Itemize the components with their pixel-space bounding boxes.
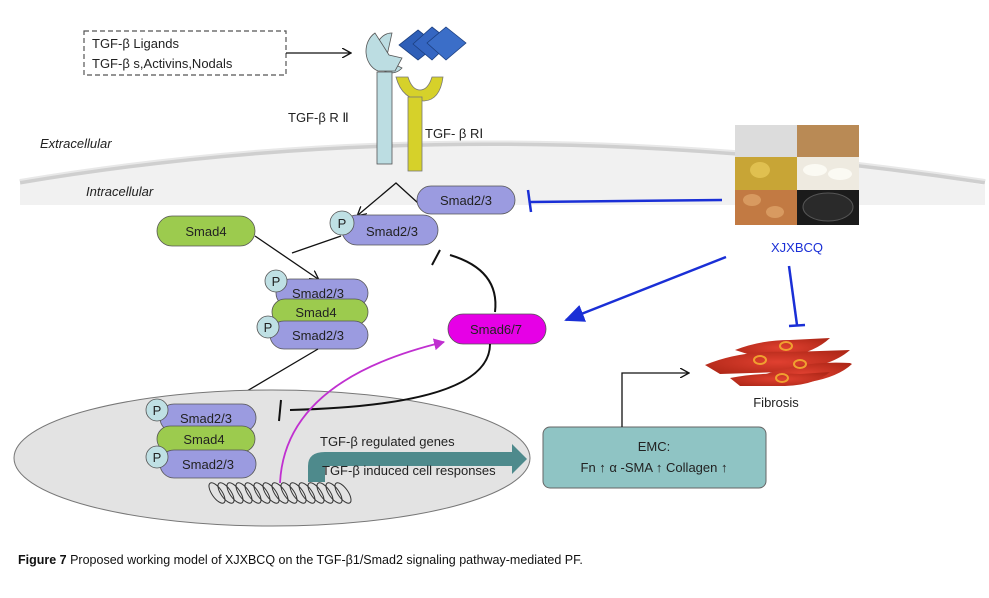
dna-loop	[307, 482, 325, 504]
tgfb-r2-label: TGF-β R Ⅱ	[288, 110, 349, 125]
xjxbcq-label: XJXBCQ	[771, 240, 823, 255]
ligand-box: TGF-β Ligands TGF-β s,Activins,Nodals	[83, 30, 287, 76]
dna-loop	[271, 482, 289, 504]
figure-caption-text: Proposed working model of XJXBCQ on the …	[66, 553, 583, 567]
intracellular-label: Intracellular	[86, 184, 154, 199]
dna-loop	[289, 482, 307, 504]
tgfb-receptor-1-icon	[395, 76, 444, 172]
svg-text:Smad4: Smad4	[295, 305, 336, 320]
dna-loop	[226, 482, 244, 504]
extracellular-label: Extracellular	[40, 136, 112, 151]
fibrosis-label: Fibrosis	[753, 395, 799, 410]
smad4-node: Smad4	[156, 215, 256, 247]
figure-caption: Figure 7 Proposed working model of XJXBC…	[18, 553, 583, 567]
svg-text:P: P	[272, 274, 281, 289]
svg-text:Smad2/3: Smad2/3	[292, 286, 344, 301]
tgfb-r1-label: TGF- β RⅠ	[425, 126, 483, 141]
dna-loop	[280, 482, 298, 504]
svg-text:Smad4: Smad4	[183, 432, 224, 447]
phosphorylation-arrow	[358, 182, 419, 215]
svg-text:Smad4: Smad4	[185, 224, 226, 239]
dna-coil-icon	[208, 482, 352, 504]
gene-response-arrow	[308, 444, 527, 482]
svg-text:Smad2/3: Smad2/3	[292, 328, 344, 343]
svg-text:Smad2/3: Smad2/3	[440, 193, 492, 208]
smad23-phospho-node: Smad2/3 P	[329, 210, 439, 246]
svg-text:P: P	[153, 403, 162, 418]
dna-loop	[298, 482, 316, 504]
ligand-box-line1: TGF-β Ligands	[92, 36, 179, 51]
induces-smad67-arrow	[279, 338, 445, 484]
xjxbcq-inhibits-smad23	[526, 189, 723, 213]
smad67-inhibits-smad23	[431, 249, 497, 313]
svg-text:EMC:: EMC:	[638, 439, 671, 454]
svg-text:Smad2/3: Smad2/3	[182, 457, 234, 472]
figure-caption-label: Figure 7	[18, 553, 67, 567]
svg-text:P: P	[338, 216, 347, 231]
phospho-group-icon	[256, 315, 280, 339]
cell-responses-label: TGF-β induced cell responses	[322, 463, 496, 478]
smad23-membrane-node: Smad2/3	[416, 185, 516, 215]
dna-loop	[262, 482, 280, 504]
dna-loop	[235, 482, 253, 504]
smad67-inhibits-nuclear-complex	[278, 343, 491, 422]
xjxbcq-herbs-image	[735, 125, 859, 225]
smad-complex-nucleus: Smad2/3 Smad4 Smad2/3 P P	[145, 398, 257, 479]
xjxbcq-promotes-smad67-arrow	[564, 255, 727, 322]
svg-text:Smad6/7: Smad6/7	[470, 322, 522, 337]
ligand-box-line2: TGF-β s,Activins,Nodals	[92, 56, 233, 71]
phospho-group-icon	[329, 210, 355, 236]
svg-text:P: P	[153, 450, 162, 465]
dna-loop	[325, 482, 343, 504]
dna-loop	[253, 482, 271, 504]
dna-loop	[244, 482, 262, 504]
dna-loop	[316, 482, 334, 504]
dna-loop	[217, 482, 235, 504]
smad67-node: Smad6/7	[447, 313, 547, 345]
ligand-diamonds-icon	[398, 26, 467, 61]
svg-text:Smad2/3: Smad2/3	[366, 224, 418, 239]
nucleus	[13, 389, 531, 527]
phospho-group-icon	[145, 445, 169, 469]
dna-loop	[334, 482, 352, 504]
smad-complex-cytoplasm: Smad2/3 Smad4 Smad2/3 P P	[256, 269, 369, 350]
regulated-genes-label: TGF-β regulated genes	[320, 434, 455, 449]
fibrosis-cells-icon	[705, 338, 852, 386]
xjxbcq-inhibits-fibrosis	[787, 265, 806, 328]
smad23-to-complex-line	[291, 235, 342, 254]
svg-text:Smad2/3: Smad2/3	[180, 411, 232, 426]
dna-loop	[208, 482, 226, 504]
emc-to-fibrosis-arrow	[621, 373, 688, 427]
emc-box: EMC: Fn ↑ α -SMA ↑ Collagen ↑	[542, 426, 767, 489]
smad4-to-complex-arrow	[254, 235, 318, 279]
svg-text:P: P	[264, 320, 273, 335]
svg-text:Fn ↑ α -SMA ↑ Collagen ↑: Fn ↑ α -SMA ↑ Collagen ↑	[581, 460, 728, 475]
phospho-group-icon	[264, 269, 288, 293]
tgfb-receptor-2-icon	[365, 32, 403, 165]
phospho-group-icon	[145, 398, 169, 422]
